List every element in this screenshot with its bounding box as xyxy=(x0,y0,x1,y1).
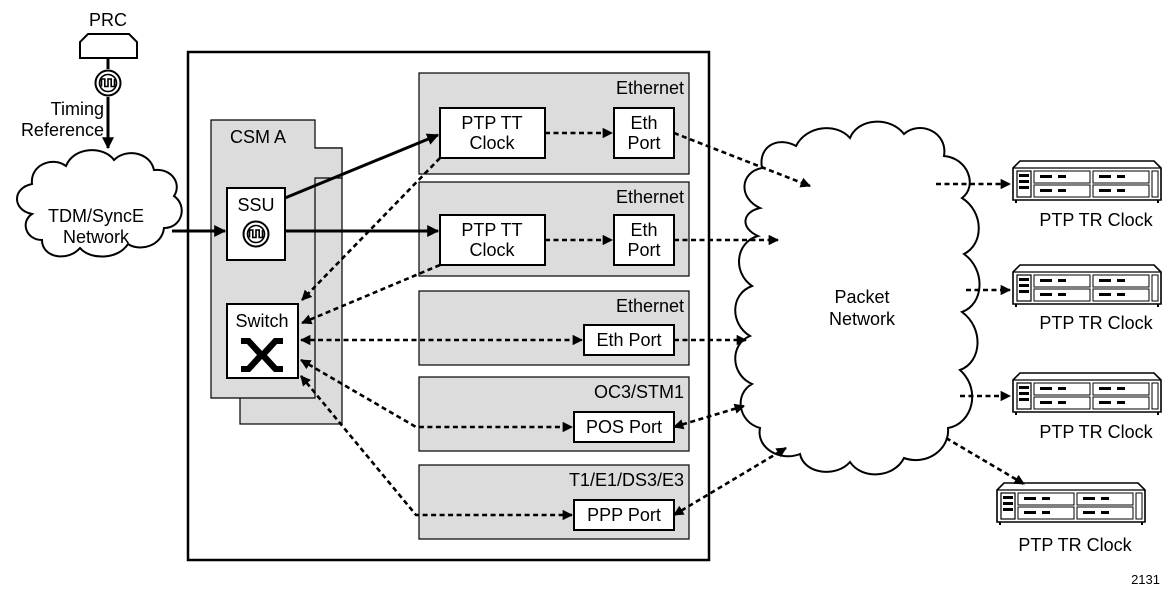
ssu-block: SSU xyxy=(226,187,286,261)
ppp-port-label: PPP Port xyxy=(587,505,661,525)
ssu-label: SSU xyxy=(237,195,274,215)
ptp-tr-clock-label: PTP TR Clock xyxy=(1039,210,1153,230)
ptp-tt-clock-label-2: Clock xyxy=(469,133,515,153)
tdm-synce-network-cloud: TDM/SyncE Network xyxy=(16,149,183,258)
ptp-tr-clock-label: PTP TR Clock xyxy=(1039,313,1153,333)
eth-port-label-2: Port xyxy=(627,240,660,260)
ptp-tr-clock-router-icon xyxy=(996,482,1146,526)
ssu-sync-icon xyxy=(242,220,270,248)
connections xyxy=(172,127,1025,521)
ptp-tr-clock-label: PTP TR Clock xyxy=(1039,422,1153,442)
pos-port-label: POS Port xyxy=(586,417,662,437)
ptp-tr-clock-label: PTP TR Clock xyxy=(1018,535,1132,555)
switch-crossbar-icon xyxy=(241,338,283,372)
eth-port-label-1: Eth xyxy=(630,220,657,240)
timing-reference-label-2: Reference xyxy=(21,120,104,140)
timing-reference-label-1: Timing xyxy=(51,99,104,119)
t1-e1-ds3-e3-card: T1/E1/DS3/E3 PPP Port xyxy=(418,464,690,540)
ppp-port-box xyxy=(573,499,675,531)
eth-port-label-2: Port xyxy=(627,133,660,153)
port1-to-network-arrow xyxy=(673,131,811,188)
packet-network-cloud: Packet Network xyxy=(734,120,981,476)
pos-port-box xyxy=(573,411,675,443)
ptp-tt-clock-box xyxy=(439,107,546,159)
tdm-network-label-1: TDM/SyncE xyxy=(48,206,144,226)
ppp-port-network-link xyxy=(673,446,787,517)
ptp-tt-clock-box xyxy=(439,214,546,266)
ptp-tt-clock-label-2: Clock xyxy=(469,240,515,260)
card-title: T1/E1/DS3/E3 xyxy=(569,470,684,490)
ethernet-card-1: Ethernet PTP TT Clock Eth Port xyxy=(418,72,690,175)
ptp-tr-clock-router-icon xyxy=(1012,160,1162,204)
prc-node: PRC Timing Reference xyxy=(21,10,138,150)
ethernet-card-2: Ethernet PTP TT Clock Eth Port xyxy=(418,181,690,277)
switch-label: Switch xyxy=(235,311,288,331)
card-title: Ethernet xyxy=(616,78,684,98)
ptp-tr-clock-router-icon xyxy=(1012,264,1162,308)
ptp-tr-clock-router-icon xyxy=(1012,372,1162,416)
packet-network-label-1: Packet xyxy=(834,287,889,307)
figure-id: 2131 xyxy=(1131,572,1160,587)
card-title: OC3/STM1 xyxy=(594,382,684,402)
ssu-to-clock1-arrow xyxy=(284,133,440,200)
card-title: Ethernet xyxy=(616,296,684,316)
prc-label: PRC xyxy=(89,10,127,30)
packet-network-label-2: Network xyxy=(829,309,896,329)
ethernet-card-3: Ethernet Eth Port xyxy=(418,290,690,366)
eth-port-box xyxy=(583,324,675,356)
csm-a-label: CSM A xyxy=(230,127,286,147)
pos-port-network-link xyxy=(673,403,745,430)
switch-ppp-port-link xyxy=(299,375,574,521)
eth-port-label: Eth Port xyxy=(596,330,661,350)
prc-device-icon xyxy=(79,33,138,59)
eth-port-box xyxy=(613,107,675,159)
card-title: Ethernet xyxy=(616,187,684,207)
network-to-tr-clock-4-arrow xyxy=(945,436,1025,486)
timing-signal-icon xyxy=(94,69,122,97)
ptp-tt-clock-label-1: PTP TT xyxy=(461,113,522,133)
clock1-to-switch-arrow xyxy=(301,157,441,301)
eth-port-label-1: Eth xyxy=(630,113,657,133)
oc3-stm1-card: OC3/STM1 POS Port xyxy=(418,376,690,452)
ptp-tt-clock-label-1: PTP TT xyxy=(461,220,522,240)
switch-block: Switch xyxy=(226,303,299,379)
tdm-network-label-2: Network xyxy=(63,227,130,247)
